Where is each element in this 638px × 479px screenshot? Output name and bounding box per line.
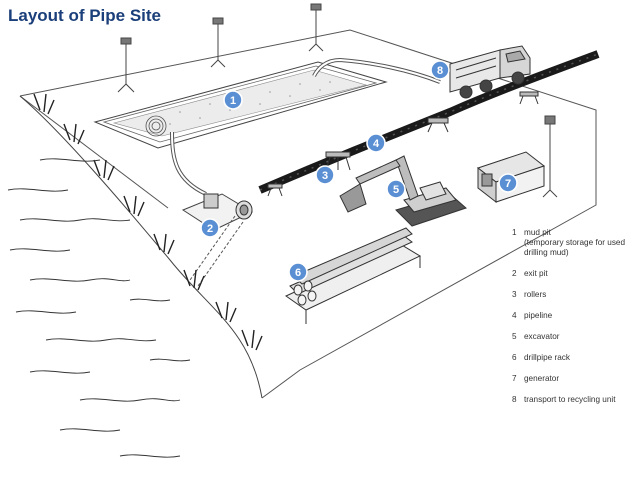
badge-8: 8	[430, 60, 450, 80]
page-title: Layout of Pipe Site	[8, 6, 162, 25]
legend-number: 5	[512, 332, 517, 341]
legend-item-mud-pit: 1 mud pit(temporary storage for used dri…	[512, 228, 638, 258]
exit-pit-drill-head	[203, 193, 253, 220]
mud-pit-rim	[102, 65, 378, 143]
legend-item-pipeline: 4 pipeline	[512, 311, 638, 321]
legend: 1 mud pit(temporary storage for used dri…	[512, 228, 638, 416]
badge-6: 6	[288, 262, 308, 282]
legend-text: mud pit(temporary storage for used drill…	[524, 228, 626, 257]
legend-item-rollers: 3 rollers	[512, 290, 638, 300]
legend-text: transport to recycling unit	[524, 395, 616, 404]
svg-text:4: 4	[373, 138, 380, 150]
legend-text: rollers	[524, 290, 547, 299]
legend-text: generator	[524, 374, 560, 383]
light-pole-4	[542, 115, 558, 198]
legend-text: exit pit	[524, 269, 548, 278]
legend-number: 3	[512, 290, 517, 299]
svg-text:8: 8	[437, 65, 443, 77]
generator	[476, 151, 546, 204]
drillpipe-rack	[284, 227, 422, 324]
roller-3	[519, 91, 539, 105]
excavator	[339, 155, 467, 227]
legend-number: 1	[512, 228, 517, 237]
legend-item-drillpipe-rack: 6 drillpipe rack	[512, 353, 638, 363]
mud-pit-outline	[93, 61, 388, 149]
svg-text:6: 6	[295, 267, 301, 279]
legend-text: drillpipe rack	[524, 353, 570, 362]
legend-item-excavator: 5 excavator	[512, 332, 638, 342]
legend-number: 8	[512, 395, 517, 404]
recycling-truck	[449, 45, 531, 99]
roller-2	[427, 117, 449, 133]
legend-item-transport: 8 transport to recycling unit	[512, 395, 638, 405]
light-pole-3	[308, 3, 324, 52]
light-pole-2	[210, 17, 226, 68]
badge-2: 2	[200, 218, 220, 238]
badge-1: 1	[223, 90, 243, 110]
badge-3: 3	[315, 165, 335, 185]
badge-4: 4	[366, 133, 386, 153]
site-ground-outline	[19, 29, 597, 399]
svg-text:5: 5	[393, 184, 399, 196]
site-ground-edge	[19, 95, 169, 209]
bore-path	[189, 215, 236, 281]
badge-5: 5	[386, 179, 406, 199]
transfer-hose	[170, 131, 207, 196]
svg-text:3: 3	[322, 170, 328, 182]
legend-item-exit-pit: 2 exit pit	[512, 269, 638, 279]
roller-4	[267, 183, 283, 197]
legend-text: pipeline	[524, 311, 553, 320]
legend-number: 4	[512, 311, 517, 320]
light-pole-1	[117, 37, 135, 93]
river-bank	[19, 95, 263, 399]
legend-subtext: (temporary storage for used drilling mud…	[524, 238, 626, 257]
river-grass	[33, 93, 263, 351]
svg-text:1: 1	[230, 95, 236, 107]
svg-text:7: 7	[505, 178, 511, 190]
svg-text:2: 2	[207, 223, 213, 235]
mud-pit-swirl	[145, 115, 167, 137]
legend-number: 2	[512, 269, 517, 278]
legend-text: excavator	[524, 332, 560, 341]
legend-item-generator: 7 generator	[512, 374, 638, 384]
legend-number: 6	[512, 353, 517, 362]
legend-number: 7	[512, 374, 517, 383]
river-water	[7, 158, 191, 458]
badge-7: 7	[498, 173, 518, 193]
